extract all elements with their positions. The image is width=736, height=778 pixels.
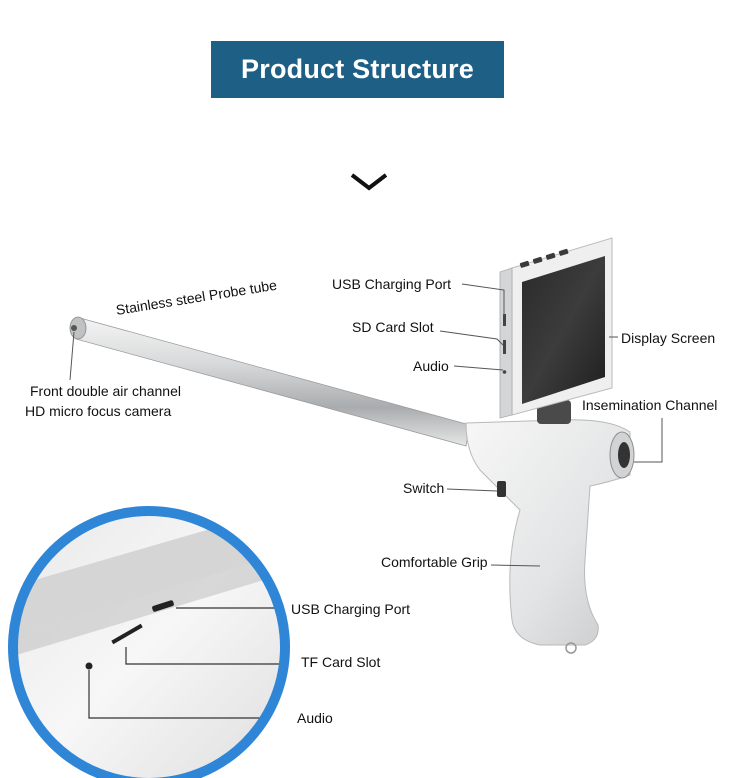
zoom-usb-port-label: USB Charging Port (291, 601, 411, 617)
zoom-tf-slot-label: TF Card Slot (301, 654, 381, 670)
sd-slot-label: SD Card Slot (352, 319, 434, 335)
callout-lines (69, 283, 663, 567)
switch-label: Switch (403, 480, 445, 496)
usb-port-label: USB Charging Port (332, 276, 452, 292)
display-screen-label: Display Screen (621, 330, 716, 346)
zoom-circle (8, 506, 290, 778)
insemination-channel-label: Insemination Channel (582, 397, 718, 413)
chevron-down-icon (350, 173, 388, 191)
camera-label-line2: HD micro focus camera (25, 403, 172, 419)
page-title: Product Structure (211, 41, 504, 98)
zoom-audio-label: Audio (297, 710, 333, 726)
display-unit (499, 237, 613, 419)
grip-label: Comfortable Grip (381, 554, 488, 570)
device-body (465, 400, 635, 654)
probe-tube (69, 316, 471, 447)
audio-label: Audio (413, 358, 449, 374)
camera-label-line1: Front double air channel (30, 383, 181, 399)
